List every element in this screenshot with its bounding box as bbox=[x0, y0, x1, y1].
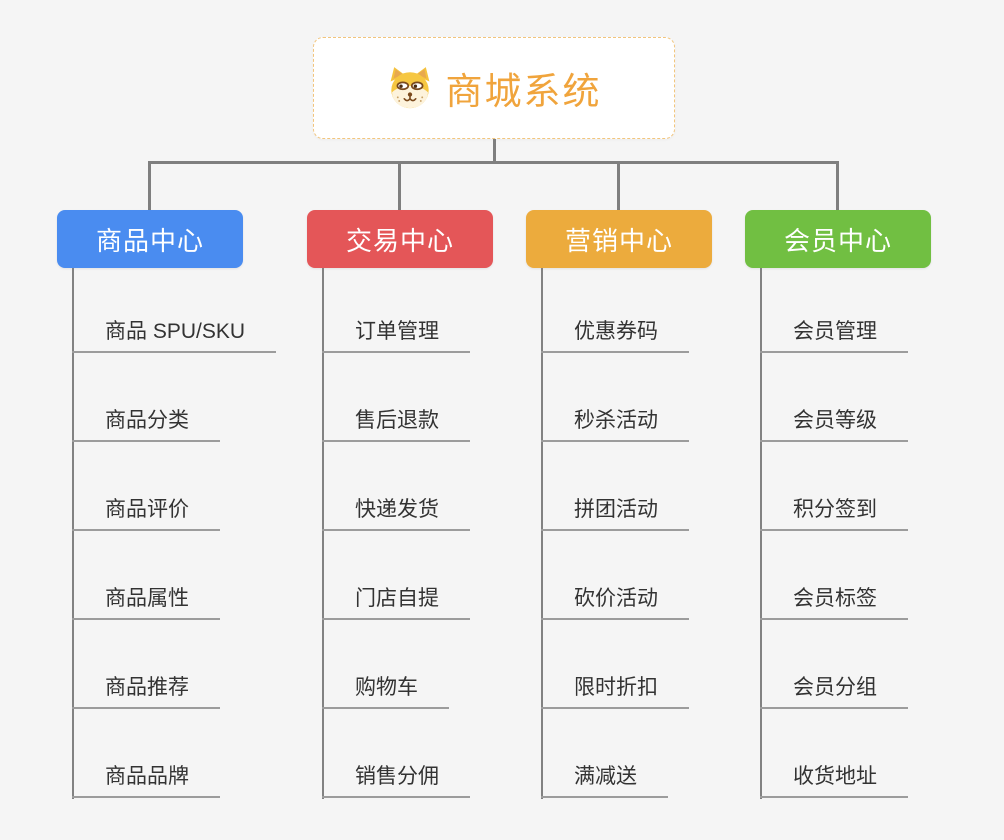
child-topic[interactable]: 商品 SPU/SKU bbox=[72, 315, 277, 353]
connector-horizontal-line bbox=[148, 161, 839, 164]
child-topic-row: 会员管理 bbox=[760, 268, 908, 353]
child-topic-row: 会员分组 bbox=[760, 620, 908, 709]
child-topic-row: 满减送 bbox=[541, 709, 689, 798]
child-topic[interactable]: 快递发货 bbox=[322, 493, 470, 531]
child-topic[interactable]: 售后退款 bbox=[322, 404, 470, 442]
connector-drop-line bbox=[398, 162, 401, 210]
branch-member-center: 会员中心 会员管理 会员等级 积分签到 会员标签 会员分组 收货地址 bbox=[745, 210, 931, 799]
child-topic[interactable]: 满减送 bbox=[541, 760, 668, 798]
child-topic-row: 商品推荐 bbox=[72, 620, 276, 709]
child-topic-row: 拼团活动 bbox=[541, 442, 689, 531]
child-topic-row: 砍价活动 bbox=[541, 531, 689, 620]
connector-root-drop-line bbox=[493, 139, 496, 163]
child-topic-row: 订单管理 bbox=[322, 268, 470, 353]
branch-header-product-center[interactable]: 商品中心 bbox=[57, 210, 243, 268]
child-topic-row: 限时折扣 bbox=[541, 620, 689, 709]
child-topic[interactable]: 会员标签 bbox=[760, 582, 908, 620]
child-topic[interactable]: 订单管理 bbox=[322, 315, 470, 353]
child-topic-row: 购物车 bbox=[322, 620, 470, 709]
child-topic-row: 积分签到 bbox=[760, 442, 908, 531]
child-topic[interactable]: 秒杀活动 bbox=[541, 404, 689, 442]
child-topic[interactable]: 会员分组 bbox=[760, 671, 908, 709]
child-topic-row: 售后退款 bbox=[322, 353, 470, 442]
root-topic-title: 商城系统 bbox=[445, 71, 602, 112]
child-topic[interactable]: 优惠券码 bbox=[541, 315, 689, 353]
child-topic-row: 商品属性 bbox=[72, 531, 276, 620]
child-topic[interactable]: 门店自提 bbox=[322, 582, 470, 620]
child-topic-row: 会员等级 bbox=[760, 353, 908, 442]
branch-header-trade-center[interactable]: 交易中心 bbox=[307, 210, 493, 268]
root-topic-node[interactable]: 商城系统 bbox=[313, 37, 675, 139]
child-topic-row: 优惠券码 bbox=[541, 268, 689, 353]
branch-trade-center: 交易中心 订单管理 售后退款 快递发货 门店自提 购物车 销售分佣 bbox=[307, 210, 493, 799]
child-topic[interactable]: 商品推荐 bbox=[72, 671, 220, 709]
child-topic-row: 商品评价 bbox=[72, 442, 276, 531]
child-topic-row: 快递发货 bbox=[322, 442, 470, 531]
child-topic-row: 门店自提 bbox=[322, 531, 470, 620]
branch-marketing-center: 营销中心 优惠券码 秒杀活动 拼团活动 砍价活动 限时折扣 满减送 bbox=[526, 210, 712, 799]
branch-header-member-center[interactable]: 会员中心 bbox=[745, 210, 931, 268]
child-topic-row: 商品 SPU/SKU bbox=[72, 268, 277, 353]
branch-vertical-line bbox=[541, 268, 543, 799]
child-topic-row: 销售分佣 bbox=[322, 709, 470, 798]
connector-drop-line bbox=[836, 162, 839, 210]
child-topic[interactable]: 限时折扣 bbox=[541, 671, 689, 709]
child-topic-row: 会员标签 bbox=[760, 531, 908, 620]
branch-vertical-line bbox=[322, 268, 324, 799]
branch-product-center: 商品中心 商品 SPU/SKU 商品分类 商品评价 商品属性 商品推荐 商品品牌 bbox=[57, 210, 277, 799]
child-topic[interactable]: 收货地址 bbox=[760, 760, 908, 798]
child-topic-row: 收货地址 bbox=[760, 709, 908, 798]
child-topic[interactable]: 会员等级 bbox=[760, 404, 908, 442]
child-topic[interactable]: 积分签到 bbox=[760, 493, 908, 531]
branch-children-list: 订单管理 售后退款 快递发货 门店自提 购物车 销售分佣 bbox=[322, 268, 470, 798]
child-topic-row: 商品品牌 bbox=[72, 709, 276, 798]
child-topic[interactable]: 拼团活动 bbox=[541, 493, 689, 531]
child-topic[interactable]: 商品分类 bbox=[72, 404, 220, 442]
branch-header-marketing-center[interactable]: 营销中心 bbox=[526, 210, 712, 268]
dog-face-icon bbox=[387, 66, 433, 110]
child-topic[interactable]: 砍价活动 bbox=[541, 582, 689, 620]
connector-drop-line bbox=[617, 162, 620, 210]
child-topic[interactable]: 会员管理 bbox=[760, 315, 908, 353]
child-topic-row: 商品分类 bbox=[72, 353, 276, 442]
branch-children-list: 会员管理 会员等级 积分签到 会员标签 会员分组 收货地址 bbox=[760, 268, 908, 798]
child-topic[interactable]: 购物车 bbox=[322, 671, 449, 709]
child-topic[interactable]: 商品属性 bbox=[72, 582, 220, 620]
child-topic-row: 秒杀活动 bbox=[541, 353, 689, 442]
child-topic[interactable]: 销售分佣 bbox=[322, 760, 470, 798]
branch-children-list: 优惠券码 秒杀活动 拼团活动 砍价活动 限时折扣 满减送 bbox=[541, 268, 689, 798]
branch-vertical-line bbox=[72, 268, 74, 799]
branch-children-list: 商品 SPU/SKU 商品分类 商品评价 商品属性 商品推荐 商品品牌 bbox=[72, 268, 277, 798]
child-topic[interactable]: 商品品牌 bbox=[72, 760, 220, 798]
child-topic[interactable]: 商品评价 bbox=[72, 493, 220, 531]
connector-drop-line bbox=[148, 162, 151, 210]
branch-vertical-line bbox=[760, 268, 762, 799]
